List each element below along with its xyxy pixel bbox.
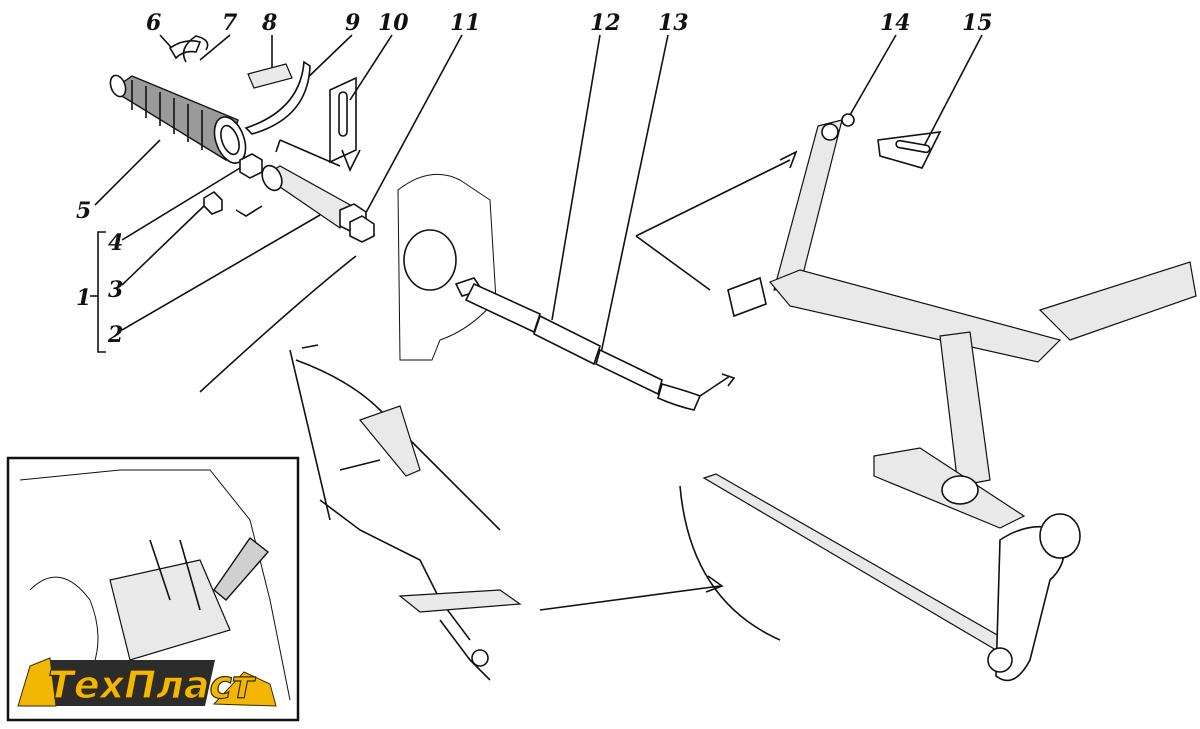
zoom-arc-left — [199, 255, 357, 393]
lever-pivot-hole — [821, 123, 839, 141]
callout-11: 11 — [450, 10, 481, 36]
bushing-3 — [203, 190, 223, 215]
excavator-arm-icon — [212, 671, 277, 707]
pedal-shaft-arm — [769, 269, 1062, 363]
zoom-arc-right — [679, 485, 781, 641]
callout-7: 7 — [222, 10, 238, 36]
pedal-link — [939, 331, 991, 487]
pedal-pad — [1038, 261, 1197, 341]
callout-15: 15 — [962, 10, 993, 36]
callout-12: 12 — [590, 10, 621, 36]
pin-10-pointer — [341, 149, 361, 172]
bellcrank-boss — [1039, 513, 1081, 559]
rod-end-13 — [657, 383, 702, 411]
master-cylinder-rod-assembly — [397, 173, 736, 411]
pedal-lever-arm — [773, 119, 843, 291]
inset-linkage — [149, 539, 201, 611]
release-rod-assembly — [702, 473, 1081, 682]
callout-1: 1 — [76, 285, 91, 311]
plate-8 — [247, 63, 293, 89]
callout-labels: 6 7 8 9 10 11 12 13 14 15 5 4 3 1 2 — [76, 10, 993, 348]
cylinder-boss — [403, 229, 457, 291]
callout-8: 8 — [261, 10, 277, 36]
techplast-logo: ТехПласт запчасти для спецтехники — [17, 657, 277, 719]
pin-15 — [895, 139, 931, 154]
ring-7 — [182, 35, 209, 63]
nut-11 — [349, 215, 375, 243]
callout-6: 6 — [146, 10, 161, 36]
inset-arrow — [213, 536, 270, 601]
rod-13 — [595, 348, 663, 396]
bellcrank — [995, 525, 1066, 682]
callout-5: 5 — [76, 198, 91, 224]
zoom-pointer-arrow — [705, 575, 724, 593]
overview-pedal — [398, 589, 522, 613]
pointer-lines — [635, 159, 791, 291]
pin-10-inset — [329, 76, 357, 164]
linkage-overview — [289, 344, 522, 681]
callout-2: 2 — [107, 322, 123, 348]
nut-4 — [239, 153, 263, 179]
pivot-bracket — [727, 276, 767, 318]
logo-badge — [40, 660, 215, 706]
rubber-boot-5 — [109, 74, 247, 164]
pin-15-inset — [877, 131, 942, 169]
group-1-bracket — [97, 231, 106, 353]
overview-joint — [471, 649, 489, 667]
inset-floor — [109, 559, 231, 661]
exploded-parts-group — [109, 35, 375, 243]
overview-lower-link — [439, 619, 491, 681]
callout-14: 14 — [880, 10, 911, 36]
pin-10 — [338, 91, 348, 137]
zoom-pointer-line — [539, 585, 721, 611]
pointer-arrowhead — [779, 150, 798, 169]
link-roller — [941, 475, 979, 505]
rod-12-section-a — [464, 282, 541, 334]
pedal-assembly — [635, 113, 1197, 529]
excavator-bucket-icon — [17, 657, 57, 707]
rod-12-section-b — [533, 314, 601, 366]
callout-13: 13 — [658, 10, 689, 36]
washer-14 — [841, 113, 855, 127]
callout-4: 4 — [108, 230, 123, 256]
overview-lever — [319, 459, 471, 641]
bellcrank-pin — [987, 647, 1013, 673]
callout-9: 9 — [345, 10, 360, 36]
overview-rod — [289, 344, 331, 521]
inset-cab-outline — [19, 469, 291, 701]
clamp-9 — [244, 60, 311, 135]
logo-brand: ТехПласт — [48, 663, 256, 707]
callout-10: 10 — [378, 10, 409, 36]
logo-tagline: запчасти для спецтехники — [68, 708, 210, 719]
rod-end-arrow — [699, 373, 736, 397]
overview-bracket — [358, 405, 421, 477]
callout-3: 3 — [108, 277, 123, 303]
